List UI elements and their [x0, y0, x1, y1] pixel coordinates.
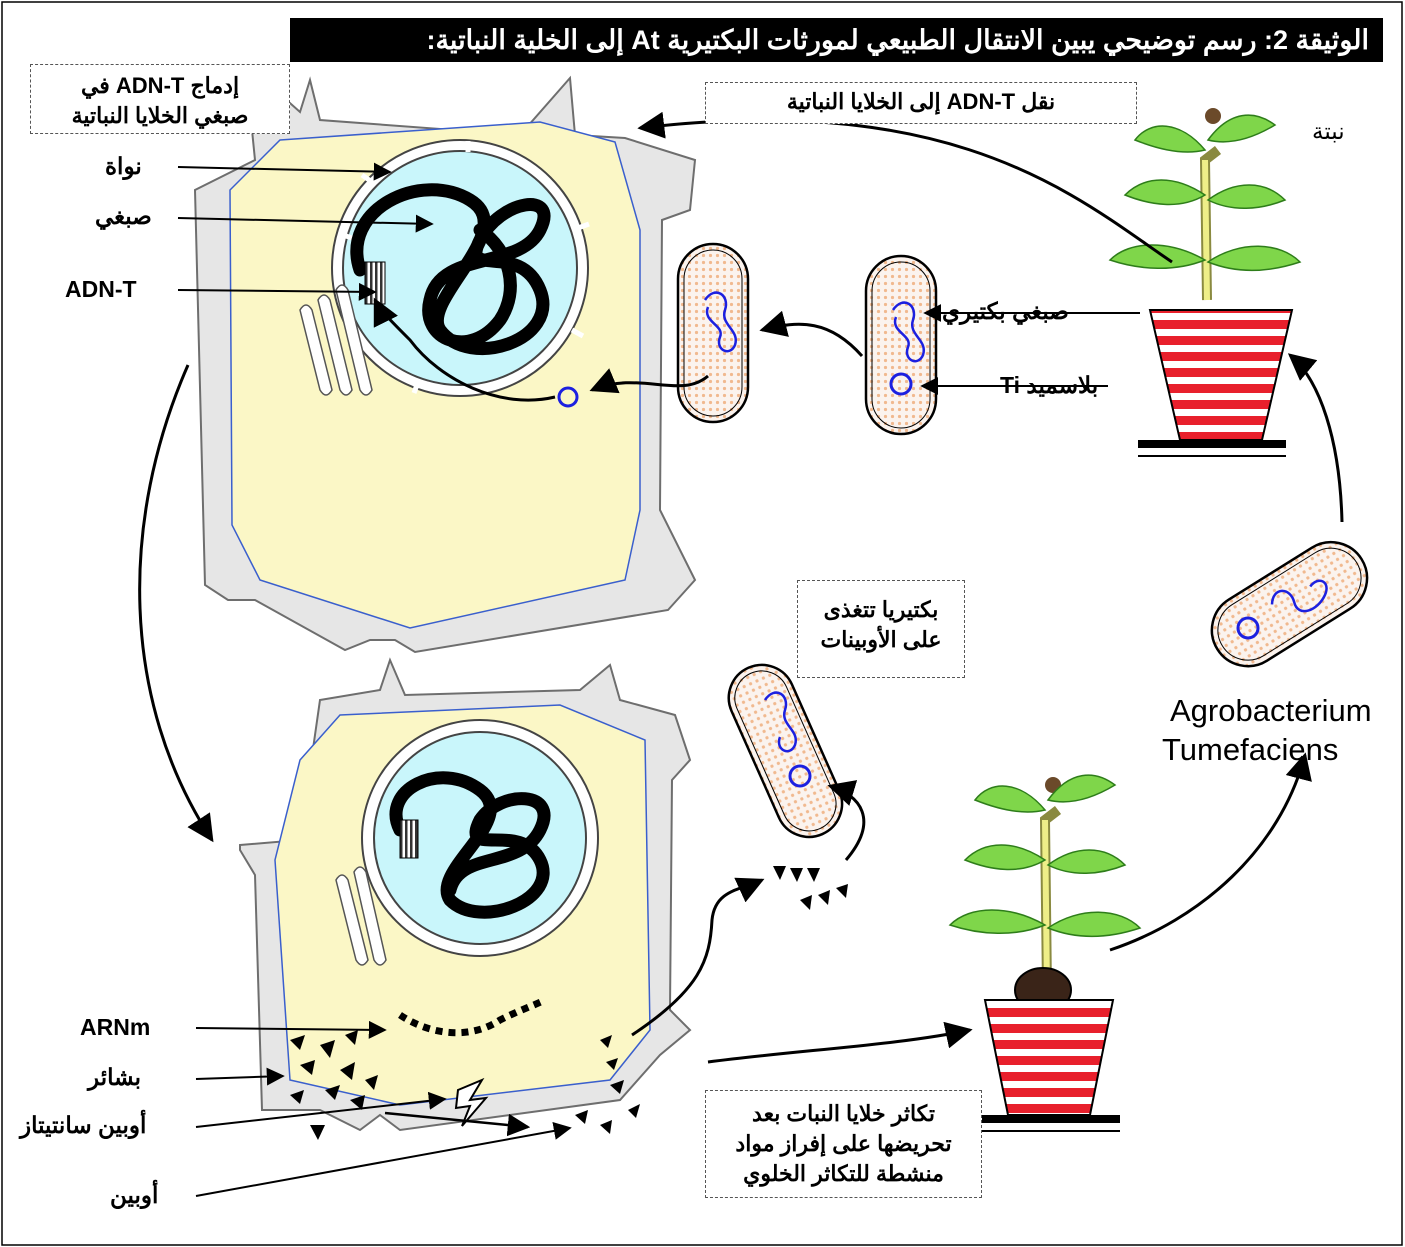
arrow-opines-to-bacterium	[827, 780, 866, 861]
label-bacterial-chromosome: صبغي بكتيري	[942, 298, 1069, 324]
flow-arrows	[138, 111, 1344, 1064]
er-bottom	[335, 866, 387, 966]
label-opine: أوبين	[110, 1182, 159, 1208]
transfer-box: نقل ADN-T إلى الخلايا النباتية	[705, 82, 1137, 124]
adn-t-segment	[364, 261, 386, 305]
bacterium-3	[1210, 540, 1369, 668]
arrow-proliferation	[707, 1021, 973, 1064]
endoplasmic-reticulum	[299, 284, 373, 396]
label-nucleus: نواة	[105, 153, 142, 179]
adn-t-bottom	[399, 819, 419, 859]
integration-line-2: صبغي الخلايا النباتية	[71, 103, 249, 128]
arrow-top-to-bottom-cell	[138, 364, 214, 843]
bacterium-1	[676, 242, 750, 424]
arrow-plant-to-bacterium	[1109, 752, 1312, 952]
bacteria-feed-line-2: على الأوبينات	[820, 627, 942, 652]
integration-line-1: إدماج ADN-T في	[80, 73, 240, 98]
label-opine-synthetase: أوبين سانتيتاز	[20, 1112, 147, 1138]
chromosome-bottom	[389, 771, 551, 919]
ribosomes	[290, 1030, 378, 1140]
label-arnm: ARNm	[80, 1014, 151, 1040]
arrow-bacterium-to-bacterium	[759, 310, 864, 357]
proliferation-line-1: تكاثر خلايا النبات بعد	[752, 1101, 935, 1126]
bacterium-4	[727, 663, 844, 839]
bacteria-feed-box: بكتيريا تتغذى على الأوبينات	[797, 580, 965, 678]
transfer-text: نقل ADN-T إلى الخلايا النباتية	[786, 89, 1056, 114]
label-ti-plasmid: بلاسميد Ti	[1000, 372, 1099, 398]
opine-synthetase-icon	[454, 1077, 489, 1127]
bottom-plant-cell	[239, 657, 692, 1140]
proliferation-line-3: منشطة للتكاثر الخلوي	[743, 1161, 944, 1186]
integration-box: إدماج ADN-T في صبغي الخلايا النباتية	[30, 64, 290, 134]
tumor-plant	[948, 774, 1142, 1132]
label-chromosome: صبغي	[95, 203, 152, 229]
opines-fragments	[773, 866, 848, 910]
arnm-strand	[398, 996, 547, 1037]
arrow-transfer-to-cell	[637, 111, 1173, 264]
figure-title: الوثيقة 2: رسم توضيحي يبين الانتقال الطب…	[290, 18, 1383, 62]
label-agrobacterium-2: Tumefaciens	[1162, 732, 1339, 767]
ti-plasmid-in-cell	[557, 386, 579, 408]
plant-chromosome	[350, 183, 551, 356]
arrow-opines-out	[631, 877, 765, 1037]
arrow-bacterium-to-plant	[1287, 353, 1344, 523]
bacteria-feed-line-1: بكتيريا تتغذى	[823, 597, 939, 622]
bacterium-2	[864, 254, 938, 436]
label-adn-t: ADN-T	[65, 276, 137, 302]
arrow-integration	[373, 297, 556, 402]
top-plant-cell	[193, 69, 697, 654]
label-plant: نبتة	[1312, 118, 1345, 144]
proliferation-box: تكاثر خلايا النبات بعد تحريضها على إفراز…	[705, 1090, 982, 1198]
label-ribosomes: بشائر	[88, 1064, 142, 1090]
proliferation-line-2: تحريضها على إفراز مواد	[735, 1131, 952, 1156]
label-pointers	[177, 162, 1140, 1197]
arrow-plasmid-to-cell	[589, 368, 709, 394]
arrow-to-opines	[384, 1111, 531, 1137]
healthy-plant	[1108, 108, 1302, 457]
opines-cluster	[575, 1035, 640, 1134]
label-agrobacterium-1: Agrobacterium	[1170, 693, 1372, 728]
